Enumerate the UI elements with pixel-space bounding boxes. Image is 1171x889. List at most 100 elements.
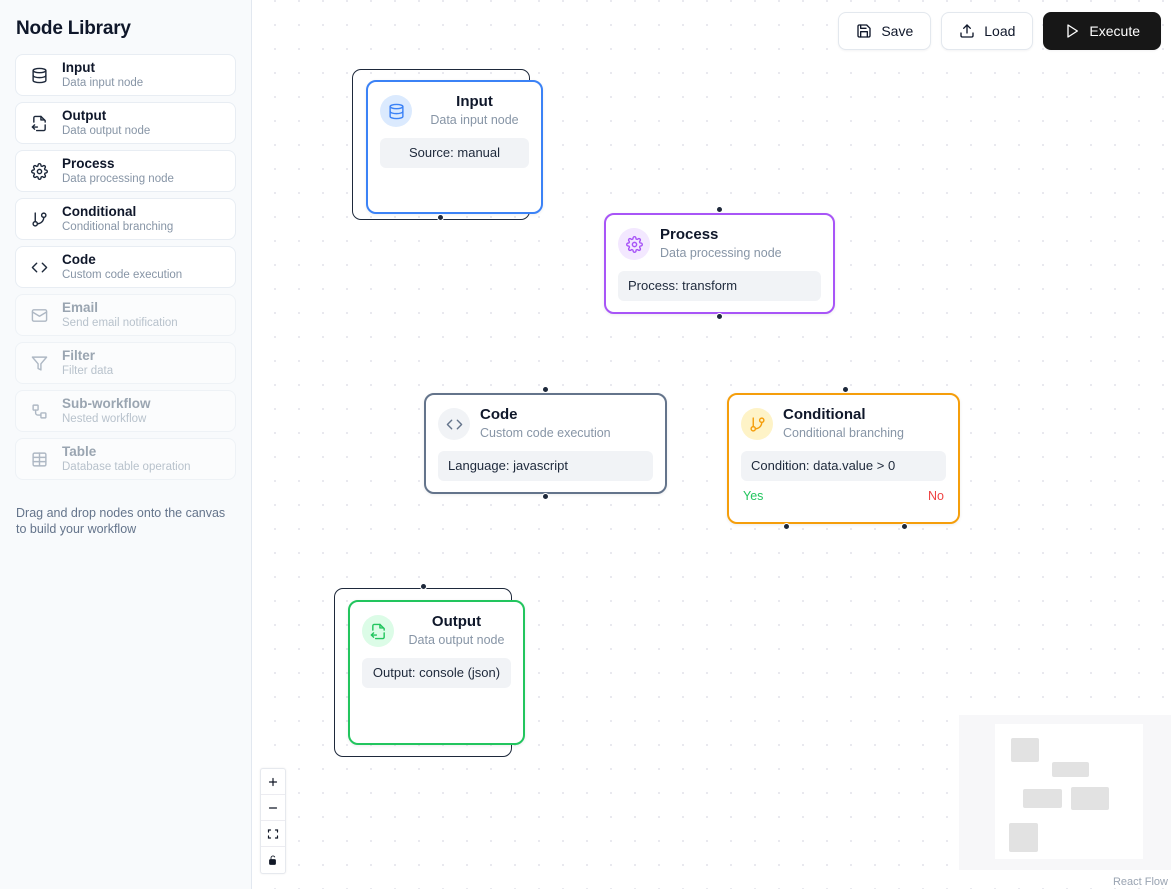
sidebar-item-desc: Conditional branching [62, 220, 174, 233]
node-subtitle: Conditional branching [783, 426, 904, 440]
save-button[interactable]: Save [838, 12, 932, 50]
sidebar-item-process[interactable]: Process Data processing node [15, 150, 236, 192]
node-library-list: Input Data input node Output Data output… [0, 54, 251, 480]
funnel-icon [22, 346, 56, 380]
git-branch-icon [22, 202, 56, 236]
canvas-toolbar: Save Load Execute [838, 12, 1161, 50]
node-handle-source-yes[interactable] [783, 523, 790, 530]
floppy-disk-icon [856, 23, 872, 39]
sidebar-item-desc: Filter data [62, 364, 114, 377]
node-handle-source[interactable] [437, 214, 444, 221]
node-chip: Source: manual [380, 138, 529, 168]
node-title: Output [431, 613, 482, 630]
unlock-icon[interactable] [261, 847, 285, 873]
sub-workflow-icon [22, 394, 56, 428]
sidebar-item-desc: Database table operation [62, 460, 191, 473]
database-icon [380, 95, 412, 127]
node-subtitle: Data processing node [660, 246, 782, 260]
node-subtitle: Data output node [408, 633, 505, 647]
file-output-icon [362, 615, 394, 647]
minimap[interactable] [959, 715, 1171, 870]
upload-icon [959, 23, 975, 39]
node-chip: Output: console (json) [362, 658, 511, 688]
minimap-node [1071, 787, 1109, 810]
node-subtitle: Custom code execution [480, 426, 611, 440]
node-branch-labels: Yes No [741, 489, 946, 503]
load-button-label: Load [984, 23, 1016, 39]
node-handle-source[interactable] [716, 313, 723, 320]
sidebar-item-desc: Send email notification [62, 316, 178, 329]
execute-button[interactable]: Execute [1043, 12, 1161, 50]
sidebar-item-label: Code [62, 251, 96, 267]
sidebar-item-label: Sub-workflow [62, 395, 151, 411]
node-output[interactable]: Output Data output node Output: console … [348, 600, 525, 745]
node-handle-target[interactable] [420, 583, 427, 590]
page-title: Node Library [16, 18, 131, 39]
sidebar-item-desc: Nested workflow [62, 412, 147, 425]
git-branch-icon [741, 408, 773, 440]
minimap-node [1009, 823, 1038, 852]
sidebar-item-input[interactable]: Input Data input node [15, 54, 236, 96]
sidebar-item-desc: Data output node [62, 124, 151, 137]
branch-label-yes: Yes [743, 489, 764, 503]
database-icon [22, 58, 56, 92]
branch-label-no: No [928, 489, 944, 503]
node-title: Code [480, 406, 518, 423]
sidebar-item-label: Input [62, 59, 95, 75]
sidebar-item-desc: Custom code execution [62, 268, 183, 281]
node-title: Process [660, 226, 719, 243]
node-library-sidebar: Node Library Input Data input node Outpu… [0, 0, 252, 889]
fit-view-icon[interactable] [261, 821, 285, 847]
sidebar-item-label: Table [62, 443, 97, 459]
code-brackets-icon [438, 408, 470, 440]
minimap-node [1052, 762, 1089, 777]
play-icon [1064, 23, 1080, 39]
sidebar-item-label: Conditional [62, 203, 137, 219]
node-chip: Condition: data.value > 0 [741, 451, 946, 481]
sidebar-item-desc: Data processing node [62, 172, 174, 185]
sidebar-item-output[interactable]: Output Data output node [15, 102, 236, 144]
node-handle-source-no[interactable] [901, 523, 908, 530]
canvas-controls [260, 768, 286, 874]
node-title: Input [456, 93, 493, 110]
sidebar-item-label: Process [62, 155, 115, 171]
load-button[interactable]: Load [941, 12, 1034, 50]
node-subtitle: Data input node [430, 113, 519, 127]
node-handle-target[interactable] [542, 386, 549, 393]
minimap-node [1011, 738, 1039, 762]
node-chip: Process: transform [618, 271, 821, 301]
minimap-node [1023, 789, 1062, 808]
node-process[interactable]: Process Data processing node Process: tr… [604, 213, 835, 314]
sidebar-item-label: Filter [62, 347, 96, 363]
gear-icon [618, 228, 650, 260]
sidebar-item-sub-workflow[interactable]: Sub-workflow Nested workflow [15, 390, 236, 432]
reactflow-attribution[interactable]: React Flow [1112, 876, 1168, 888]
envelope-icon [22, 298, 56, 332]
sidebar-item-conditional[interactable]: Conditional Conditional branching [15, 198, 236, 240]
sidebar-item-filter[interactable]: Filter Filter data [15, 342, 236, 384]
file-output-icon [22, 106, 56, 140]
sidebar-item-label: Output [62, 107, 107, 123]
minimap-viewport[interactable] [995, 724, 1143, 859]
workflow-canvas[interactable]: Save Load Execute [252, 0, 1171, 889]
sidebar-item-label: Email [62, 299, 99, 315]
node-chip: Language: javascript [438, 451, 653, 481]
gear-icon [22, 154, 56, 188]
sidebar-item-table[interactable]: Table Database table operation [15, 438, 236, 480]
zoom-out-icon[interactable] [261, 795, 285, 821]
node-handle-source[interactable] [542, 493, 549, 500]
sidebar-item-desc: Data input node [62, 76, 144, 89]
node-input[interactable]: Input Data input node Source: manual [366, 80, 543, 214]
node-conditional[interactable]: Conditional Conditional branching Condit… [727, 393, 960, 524]
node-handle-target[interactable] [842, 386, 849, 393]
drag-drop-hint: Drag and drop nodes onto the canvas to b… [16, 506, 226, 536]
sidebar-item-email[interactable]: Email Send email notification [15, 294, 236, 336]
node-handle-target[interactable] [716, 206, 723, 213]
save-button-label: Save [881, 23, 914, 39]
execute-button-label: Execute [1089, 23, 1140, 39]
sidebar-item-code[interactable]: Code Custom code execution [15, 246, 236, 288]
node-code[interactable]: Code Custom code execution Language: jav… [424, 393, 667, 494]
code-brackets-icon [22, 250, 56, 284]
zoom-in-icon[interactable] [261, 769, 285, 795]
